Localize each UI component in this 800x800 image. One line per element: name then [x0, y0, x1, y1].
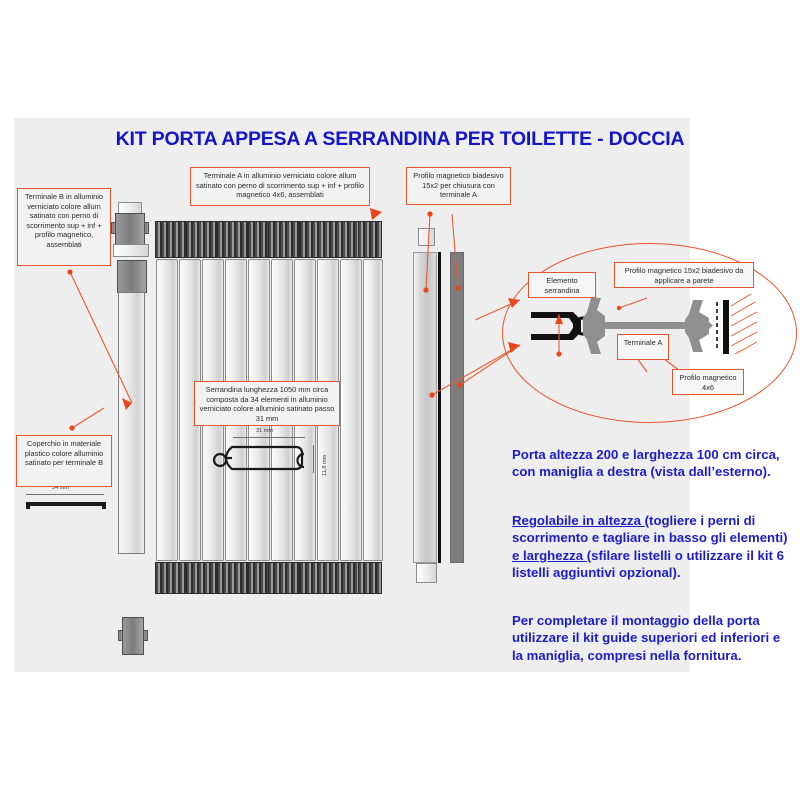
- callout-profilo-magnetico-4x6: Profilo magnetico 4x6: [672, 369, 744, 395]
- callout-terminale-a-oval: Terminale A: [617, 334, 669, 360]
- element-width-dim-line: [233, 437, 305, 438]
- profile-bottom-cap: [416, 563, 437, 583]
- note-paragraph-3: Per completare il montaggio della porta …: [512, 613, 781, 663]
- note-p2-end: (sfilare listelli o utilizzare il kit 6 …: [512, 547, 784, 581]
- element-height-dim-line: [313, 445, 314, 473]
- note-paragraph-1: Porta altezza 200 e larghezza 100 cm cir…: [512, 447, 780, 480]
- profile-top-cap: [418, 228, 435, 246]
- terminal-b-pin-left: [111, 222, 116, 234]
- callout-profilo-magnetico-biadesivo: Profilo magnetico biadesivo 15x2 per chi…: [406, 167, 511, 205]
- profile-dark-strip: [450, 252, 464, 563]
- callout-terminale-b: Terminale B in alluminio verniciato colo…: [17, 188, 111, 266]
- callout-coperchio: Coperchio in materiale plastico colore a…: [16, 435, 112, 487]
- callout-profilo-magnetico-15x2: Profilo magnetico 15x2 biadesivo da appl…: [614, 262, 754, 288]
- terminal-b-body-upper: [115, 213, 145, 245]
- note-underline-larghezza: e larghezza: [512, 547, 587, 563]
- terminal-b-foot-pin-left: [118, 630, 123, 641]
- element-width-dim-label: 31 mm: [256, 428, 274, 434]
- terminal-b-pin-right: [144, 222, 149, 234]
- terminal-b-body-lower: [117, 260, 147, 293]
- note-paragraph-2: Regolabile in altezza (togliere i perni …: [512, 512, 790, 582]
- terminal-b-foot-pin-right: [143, 630, 148, 641]
- panel-left-margin: [0, 118, 14, 672]
- callout-elemento-serrandina: Elemento serrandina: [528, 272, 596, 298]
- element-height-dim-label: 11,8 mm: [322, 454, 328, 476]
- callout-terminale-a: Terminale A in alluminio verniciato colo…: [190, 167, 370, 206]
- note-underline-altezza: Regolabile in altezza: [512, 513, 645, 528]
- detail-oval-frame: [502, 243, 797, 423]
- coperchio-dim-label: 34 mm: [52, 485, 70, 491]
- note-p2-mid: (togliere i perni di scorrimento e tagli…: [512, 513, 788, 546]
- profile-light-strip: [413, 252, 437, 563]
- terminal-b-collar: [113, 244, 149, 257]
- callout-serrandina: Serrandina lunghezza 1050 mm circa compo…: [194, 381, 340, 426]
- page-title: KIT PORTA APPESA A SERRANDINA PER TOILET…: [115, 128, 685, 150]
- terminal-b-rail: [118, 292, 145, 554]
- coperchio-dim-line: [26, 494, 104, 495]
- profile-black-line: [438, 252, 441, 563]
- terminal-b-foot: [122, 617, 144, 655]
